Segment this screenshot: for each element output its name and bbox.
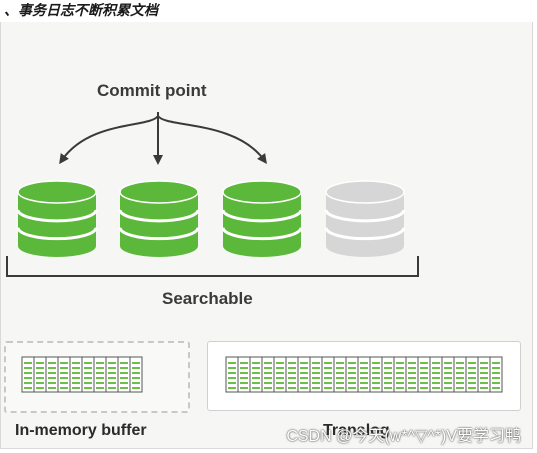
document-icon <box>453 356 467 393</box>
document-icon <box>369 356 383 393</box>
document-icon <box>285 356 299 393</box>
document-icon <box>45 356 59 393</box>
document-icon <box>129 356 143 393</box>
segment-3-icon <box>221 180 303 257</box>
segment-1-icon <box>16 180 98 257</box>
document-icon <box>237 356 251 393</box>
translog-label: Translog <box>323 422 390 439</box>
document-icon <box>309 356 323 393</box>
document-icon <box>489 356 503 393</box>
document-icon <box>429 356 443 393</box>
document-icon <box>81 356 95 393</box>
document-icon <box>21 356 35 393</box>
document-icon <box>225 356 239 393</box>
document-icon <box>33 356 47 393</box>
document-icon <box>105 356 119 393</box>
watermark-text: CSDN @今天(w*^▽^*)V要学习鸭 <box>286 428 521 445</box>
page-heading: 、事务日志不断积累文档 <box>0 0 535 22</box>
document-icon <box>441 356 455 393</box>
segment-4-icon <box>324 180 406 257</box>
document-icon <box>345 356 359 393</box>
document-icon <box>297 356 311 393</box>
document-icon <box>393 356 407 393</box>
document-icon <box>477 356 491 393</box>
document-icon <box>117 356 131 393</box>
document-icon <box>273 356 287 393</box>
segment-2-icon <box>118 180 200 257</box>
translog-documents <box>225 356 503 393</box>
document-icon <box>249 356 263 393</box>
in-memory-buffer-label: In-memory buffer <box>15 422 147 439</box>
commit-point-label: Commit point <box>97 81 207 100</box>
commit-arrow-right <box>157 115 267 165</box>
document-icon <box>357 356 371 393</box>
searchable-bracket <box>6 256 419 277</box>
searchable-label: Searchable <box>162 289 253 308</box>
document-icon <box>405 356 419 393</box>
segments-group <box>16 180 406 257</box>
document-icon <box>381 356 395 393</box>
buffer-documents <box>21 356 143 393</box>
commit-arrow-left <box>59 115 159 165</box>
commit-arrows <box>59 112 267 165</box>
document-icon <box>465 356 479 393</box>
document-icon <box>333 356 347 393</box>
document-icon <box>417 356 431 393</box>
document-icon <box>57 356 71 393</box>
document-icon <box>93 356 107 393</box>
document-icon <box>321 356 335 393</box>
document-icon <box>69 356 83 393</box>
document-icon <box>261 356 275 393</box>
